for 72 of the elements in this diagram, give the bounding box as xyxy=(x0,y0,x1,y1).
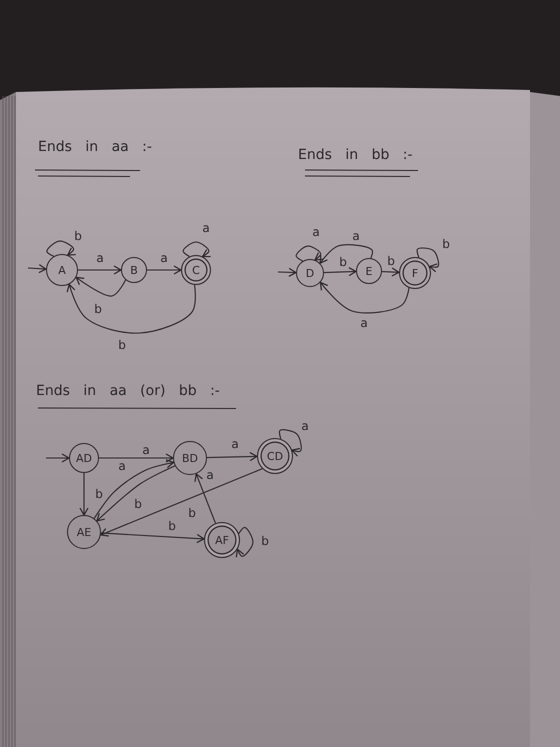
transition-arrow xyxy=(94,459,174,519)
transition-arrow xyxy=(100,532,205,544)
transition-arrow xyxy=(319,244,373,264)
state-circle xyxy=(69,443,99,473)
edge-label: b xyxy=(94,303,102,315)
self-loop-arrow xyxy=(46,240,76,257)
state-name: A xyxy=(58,264,66,276)
heading: Ends in bb :- xyxy=(298,148,413,164)
transition-arrow xyxy=(99,453,174,463)
transition-arrow xyxy=(100,468,262,537)
state-name: AE xyxy=(76,526,92,538)
accepting-state-circle xyxy=(204,522,240,558)
accepting-state-circle xyxy=(257,438,293,474)
transition-arrow xyxy=(79,473,89,516)
state-name: B xyxy=(130,264,138,276)
edge-label: a xyxy=(231,438,239,450)
self-loop-arrow xyxy=(236,526,254,558)
state-circle xyxy=(356,258,382,284)
edge-label: a xyxy=(352,230,360,242)
heading: Ends in aa (or) bb :- xyxy=(36,384,220,400)
edge-label: b xyxy=(168,520,176,532)
edge-label: a xyxy=(301,420,309,432)
self-loop-arrow xyxy=(296,246,324,262)
state-circle xyxy=(173,441,207,475)
start-arrow xyxy=(46,453,70,463)
edge-label: b xyxy=(339,256,347,268)
transition-arrow xyxy=(147,265,182,275)
self-loop-arrow xyxy=(182,241,212,258)
edge-label: a xyxy=(118,460,126,472)
edge-label: b xyxy=(387,255,395,267)
state-name: F xyxy=(412,268,418,278)
transition-arrow xyxy=(382,267,400,277)
edge-label: a xyxy=(360,317,368,329)
edge-label: a xyxy=(160,252,168,264)
transition-arrow xyxy=(324,267,357,276)
edge-label: b xyxy=(261,535,269,547)
state-name: CD xyxy=(266,450,284,462)
start-arrow xyxy=(28,264,47,274)
transition-arrow xyxy=(66,284,196,334)
state-circle xyxy=(46,254,78,286)
transition-arrow xyxy=(206,452,258,462)
accepting-state-circle xyxy=(181,255,211,285)
self-loop-arrow xyxy=(416,247,440,272)
edge-label: b xyxy=(95,488,103,500)
transition-arrow xyxy=(78,265,122,275)
state-circle xyxy=(67,515,101,549)
edge-label: a xyxy=(206,469,214,481)
state-name: C xyxy=(192,264,200,276)
state-name: AF xyxy=(215,534,229,546)
edge-label: b xyxy=(442,238,450,250)
edge-label: a xyxy=(202,222,210,234)
edge-label: a xyxy=(142,444,150,456)
transition-arrow xyxy=(96,465,176,522)
state-name: BD xyxy=(182,452,198,464)
edge-label: b xyxy=(118,339,126,351)
state-circle xyxy=(296,259,324,287)
start-arrow xyxy=(278,268,297,277)
edge-label: a xyxy=(96,252,104,264)
state-name: D xyxy=(306,268,314,278)
transition-arrow xyxy=(320,282,410,314)
edge-label: b xyxy=(188,507,196,519)
state-name: AD xyxy=(76,452,92,464)
transition-arrow xyxy=(194,473,216,524)
heading: Ends in aa :- xyxy=(38,140,152,156)
transition-arrow xyxy=(76,276,126,297)
edge-label: b xyxy=(74,230,82,242)
state-circle xyxy=(121,257,147,283)
accepting-state-circle xyxy=(399,257,431,289)
self-loop-arrow xyxy=(278,429,302,457)
state-name: E xyxy=(366,266,372,276)
edge-label: a xyxy=(312,226,320,238)
edge-label: b xyxy=(134,498,142,510)
